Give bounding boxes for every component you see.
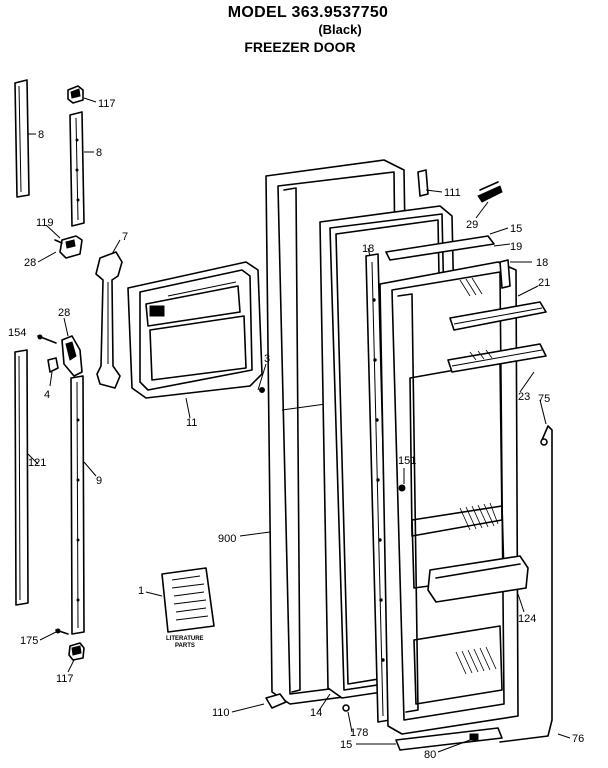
callout-4: 4 — [44, 389, 50, 401]
inner-panel-11 — [127, 261, 263, 399]
callout-14: 14 — [310, 707, 322, 719]
callout-7: 7 — [122, 231, 128, 243]
callout-8-top: 8 — [38, 129, 44, 141]
screw-175 — [55, 628, 69, 635]
spring-29 — [477, 181, 503, 203]
screw-3 — [259, 387, 265, 393]
channel-9 — [70, 375, 85, 635]
callout-111: 111 — [444, 187, 461, 199]
callout-75: 75 — [538, 393, 550, 405]
shelf-rail-23 — [447, 343, 547, 373]
callout-8-mid: 8 — [96, 147, 102, 159]
callout-900: 900 — [218, 533, 236, 545]
callout-1: 1 — [138, 585, 144, 597]
clip-178 — [342, 704, 350, 712]
screw-154 — [37, 334, 57, 344]
shelf-rail-21 — [449, 301, 547, 331]
callout-23: 23 — [518, 391, 530, 403]
clip-4 — [47, 357, 59, 373]
trim-strip-8-top — [14, 79, 30, 198]
booklet-label-parts: PARTS — [175, 643, 195, 649]
callout-151: 151 — [398, 455, 416, 467]
callout-80: 80 — [424, 749, 436, 761]
callout-178: 178 — [350, 727, 368, 739]
callout-119: 119 — [36, 217, 54, 229]
literature-booklet: LITERATURE PARTS — [161, 567, 215, 649]
model-title: MODEL 363.9537750 — [227, 4, 389, 21]
booklet-label-literature: LITERATURE — [166, 636, 204, 642]
channel-8-mid — [69, 111, 85, 227]
callout-121: 121 — [28, 457, 46, 469]
callout-18-right: 18 — [536, 257, 548, 269]
callout-29: 29 — [466, 219, 478, 231]
door-liner — [379, 261, 519, 735]
cap-117-bottom — [68, 642, 85, 661]
screw-151 — [398, 484, 406, 492]
callout-3: 3 — [264, 353, 270, 365]
side-strip-18-right — [499, 259, 511, 289]
callout-9: 9 — [96, 475, 102, 487]
callout-15-bottom: 15 — [340, 739, 352, 751]
leader-lines — [27, 97, 571, 753]
trim-strip-121 — [14, 349, 29, 606]
callout-19: 19 — [510, 241, 522, 253]
callout-21: 21 — [538, 277, 550, 289]
hinge-bracket — [54, 235, 83, 259]
callout-28-lower: 28 — [58, 307, 70, 319]
callout-15-top: 15 — [510, 223, 522, 235]
pin-111 — [417, 169, 429, 197]
wire-harness-75-76 — [499, 425, 553, 743]
side-strip-18 — [365, 253, 391, 723]
callout-28-upper: 28 — [24, 257, 36, 269]
callout-117-top: 117 — [98, 98, 116, 110]
top-rail-19 — [385, 235, 495, 261]
handle-7 — [95, 251, 123, 389]
door-bin-124 — [427, 555, 529, 603]
callout-117-bottom: 117 — [56, 673, 74, 685]
callout-154: 154 — [8, 327, 26, 339]
foot-110 — [265, 693, 287, 709]
bracket-28-lower — [61, 335, 83, 377]
callout-110: 110 — [212, 707, 230, 719]
color-variant: (Black) — [318, 22, 362, 37]
section-title: FREEZER DOOR — [244, 39, 356, 55]
cap-117-top — [67, 85, 84, 104]
callout-18-mid: 18 — [362, 243, 374, 255]
bottom-rail-80 — [395, 727, 503, 751]
callout-124: 124 — [518, 613, 536, 625]
callout-76: 76 — [572, 733, 584, 745]
callout-11: 11 — [186, 417, 197, 429]
callout-175: 175 — [20, 635, 38, 647]
